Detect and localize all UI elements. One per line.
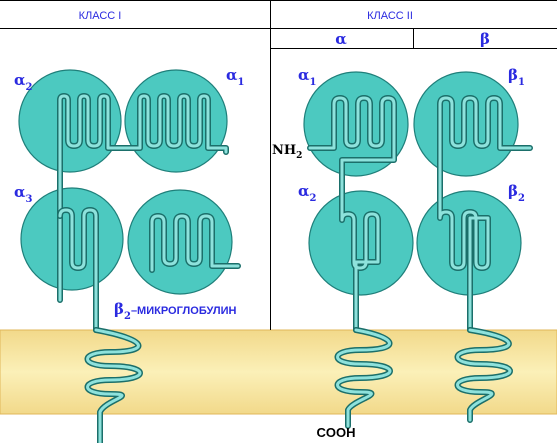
nh2-terminus-label: NH2 [272, 143, 302, 161]
svg-text:α1: α1 [298, 66, 317, 88]
class2-a2-domain [308, 190, 414, 296]
svg-text:α2: α2 [298, 182, 317, 204]
label-class1-a2: α2 [14, 71, 33, 93]
cell-membrane [0, 329, 557, 415]
label-class2-a1: α1 [298, 66, 317, 88]
svg-text:β2: β2 [508, 182, 525, 204]
label-class2-a2: α2 [298, 182, 317, 204]
cooh-terminus-label: COOH [317, 425, 356, 440]
label-class1-a1: α1 [226, 66, 245, 88]
beta-chain-header: β [480, 30, 490, 48]
svg-text:NH2: NH2 [272, 143, 302, 161]
svg-text:α3: α3 [14, 183, 33, 205]
svg-text:α2: α2 [14, 71, 33, 93]
svg-text:β1: β1 [508, 66, 525, 88]
class-2-header: КЛАСС II [367, 10, 413, 22]
label-class1-a3: α3 [14, 183, 33, 205]
header-frame [0, 0, 557, 330]
class-1-header: КЛАСС I [79, 10, 122, 22]
class2-beta-chain [437, 95, 533, 423]
alpha-chain-header: α [335, 30, 347, 48]
class1-heavy-chain [57, 93, 229, 443]
label-b2-microglobulin: β2–МИКРОГЛОБУЛИН [114, 300, 237, 322]
label-class2-b2: β2 [508, 182, 525, 204]
label-class2-b1: β1 [508, 66, 525, 88]
svg-text:β2–МИКРОГЛОБУЛИН: β2–МИКРОГЛОБУЛИН [114, 300, 237, 322]
b2m-chain [149, 213, 241, 273]
class2-alpha-chain [307, 95, 397, 429]
class1-b2m-domain [127, 189, 233, 295]
svg-text:α1: α1 [226, 66, 245, 88]
